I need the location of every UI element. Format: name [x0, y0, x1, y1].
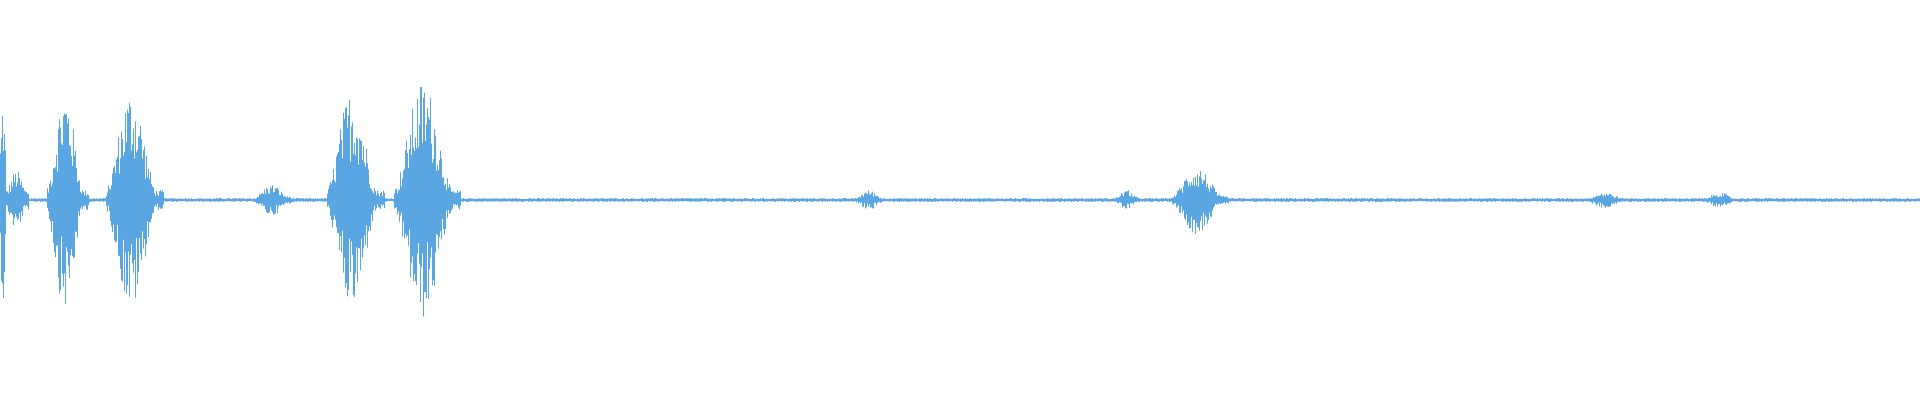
waveform-samples	[0, 86, 1920, 317]
